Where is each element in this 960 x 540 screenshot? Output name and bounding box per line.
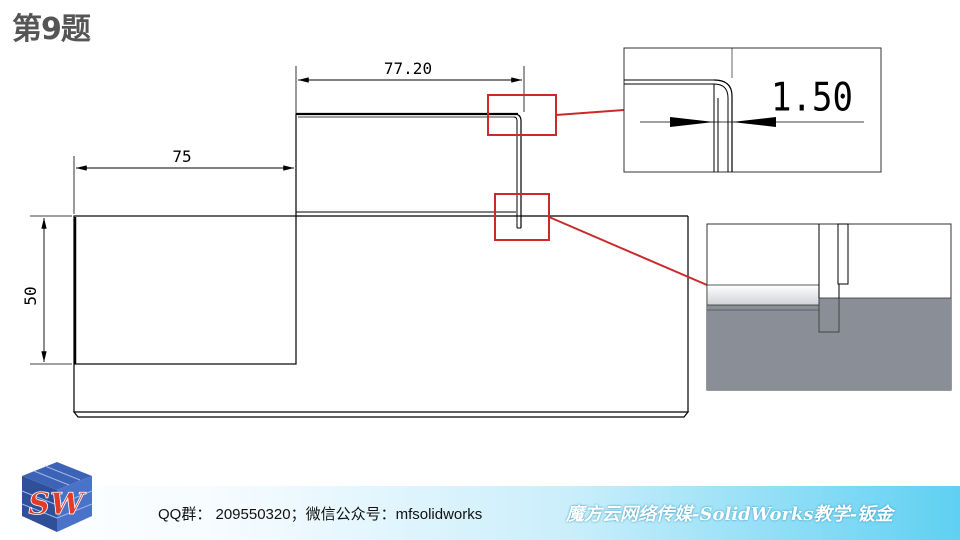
- dim-height: 50: [21, 215, 72, 365]
- footer-contact: QQ群： 209550320；微信公众号：mfsolidworks: [158, 506, 483, 523]
- callout-connector-bend: [555, 109, 625, 116]
- dim-thickness-label: 1.50: [771, 74, 853, 120]
- dim-top-width-label: 77.20: [384, 59, 432, 78]
- footer-bar: [0, 486, 960, 540]
- dim-height-label: 50: [21, 286, 40, 305]
- detail-view-thickness: 1.50: [623, 47, 882, 173]
- footer-slogan: 魔方云网络传媒-SolidWorks教学-钣金: [566, 504, 894, 525]
- dim-left-width: 75: [73, 112, 297, 214]
- sheet-metal-drawing: 77.20 75 50 1.50: [21, 47, 952, 418]
- callout-connector-tab: [548, 216, 708, 286]
- left-block: [73, 215, 297, 365]
- bend-outer: [513, 113, 522, 228]
- callout-box-tab: [494, 193, 550, 241]
- base-bottom-flange: [72, 411, 690, 418]
- logo-letters: SW: [28, 487, 87, 522]
- detail-view-tab: [706, 223, 952, 391]
- dim-left-width-label: 75: [172, 147, 191, 166]
- bend-inner: [513, 116, 518, 228]
- solidworks-cube-logo: SW: [21, 462, 93, 532]
- page-title: 第9题: [12, 12, 91, 47]
- dim-top-width: 77.20: [295, 59, 525, 112]
- part-outline: [72, 112, 690, 418]
